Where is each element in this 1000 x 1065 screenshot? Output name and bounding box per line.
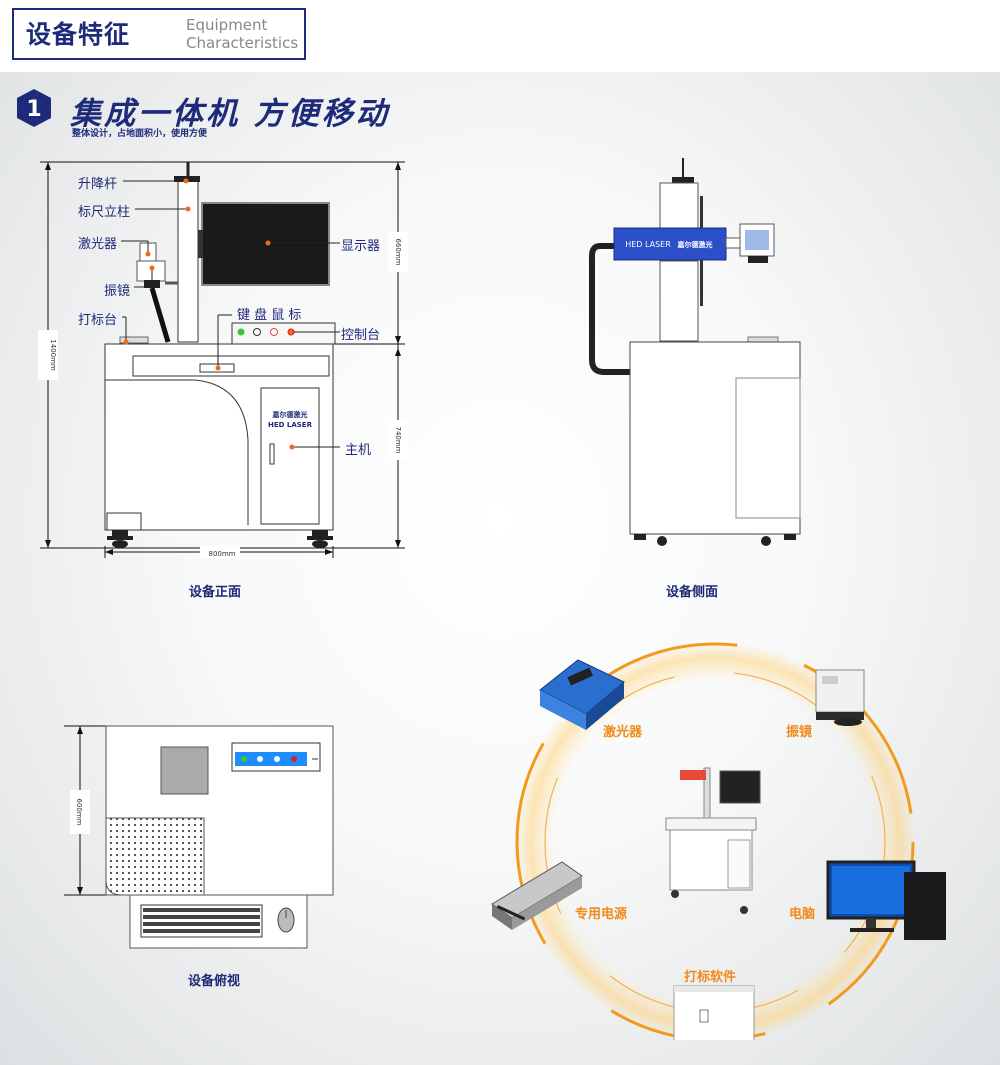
label-component-laser: 激光器 [603,725,643,740]
component-power-supply-image [491,861,583,930]
component-machine-image [665,767,761,914]
lower-dim-gap [388,420,408,460]
display-monitor [201,202,330,286]
component-software-image [673,985,755,1040]
components-ring [491,642,946,1040]
label-laser: 激光器 [78,237,118,252]
component-computer-image [826,860,946,940]
marking-cable [149,287,171,343]
caption-front-view: 设备正面 [189,585,242,600]
top-view-drawing: 600mm [64,725,334,949]
side-view-drawing: HED LASER 嘉尔德激光 [589,158,801,546]
section-title: 集成一体机 方便移动 [70,96,390,132]
height-dim-gap [38,330,58,380]
label-control-panel: 控制台 [341,328,381,343]
ruler-column [177,177,199,343]
side-laser-head [613,227,727,261]
cabinet-curve [105,379,249,525]
front-brand-cn: 嘉尔德激光 [272,410,308,419]
label-host: 主机 [345,443,372,458]
component-laser-image [539,659,625,730]
component-galvo-image [815,669,865,726]
label-component-software: 打标软件 [684,970,737,985]
label-display: 显示器 [341,239,381,254]
marking-table [119,336,149,344]
header-title-cn: 设备特征 [26,20,131,49]
front-brand-en: HED LASER [268,421,313,429]
header-title-en-line2: Characteristics [186,34,299,52]
ring-outer [515,642,915,1040]
top-column-base [160,746,209,795]
control-panel [231,322,336,345]
dim-upper-height: 660mm [394,239,402,266]
header-title-en-line1: Equipment [186,16,268,34]
dim-depth: 600mm [75,799,83,826]
dim-total-height: 1400mm [49,339,57,371]
label-marking-table: 打标台 [78,313,118,328]
label-keyboard-mouse: 键 盘 鼠 标 [237,308,302,323]
label-component-computer: 电脑 [789,907,816,922]
width-dim-gap [200,545,240,559]
upper-dim-gap [388,232,408,272]
depth-dim-gap [70,790,90,834]
section-subtitle: 整体设计，占地面积小，使用方便 [72,129,208,139]
side-column [659,260,699,342]
caption-top-view: 设备俯视 [188,974,241,989]
front-view-drawing: 1400mm 660mm 740mm 800mm 嘉尔德激光 HED LASER [38,161,408,559]
dim-width: 800mm [209,550,236,558]
number-badge: 1 [17,89,51,127]
header-box [12,8,306,60]
side-cable [589,243,630,375]
dim-lower-height: 740mm [394,427,402,454]
top-marking-table [105,817,205,896]
badge-number: 1 [26,97,41,122]
label-lift-rod: 升降杆 [78,177,118,192]
side-brand-en: HED LASER [625,240,671,249]
label-galvo: 振镜 [104,284,131,299]
side-column-top [659,182,699,230]
side-brand-cn: 嘉尔德激光 [677,240,713,249]
label-component-galvo: 振镜 [786,725,813,740]
galvo-box [136,260,166,282]
caption-side-view: 设备侧面 [666,585,719,600]
label-component-power-supply: 专用电源 [575,907,628,922]
label-ruler-column: 标尺立柱 [78,205,131,220]
